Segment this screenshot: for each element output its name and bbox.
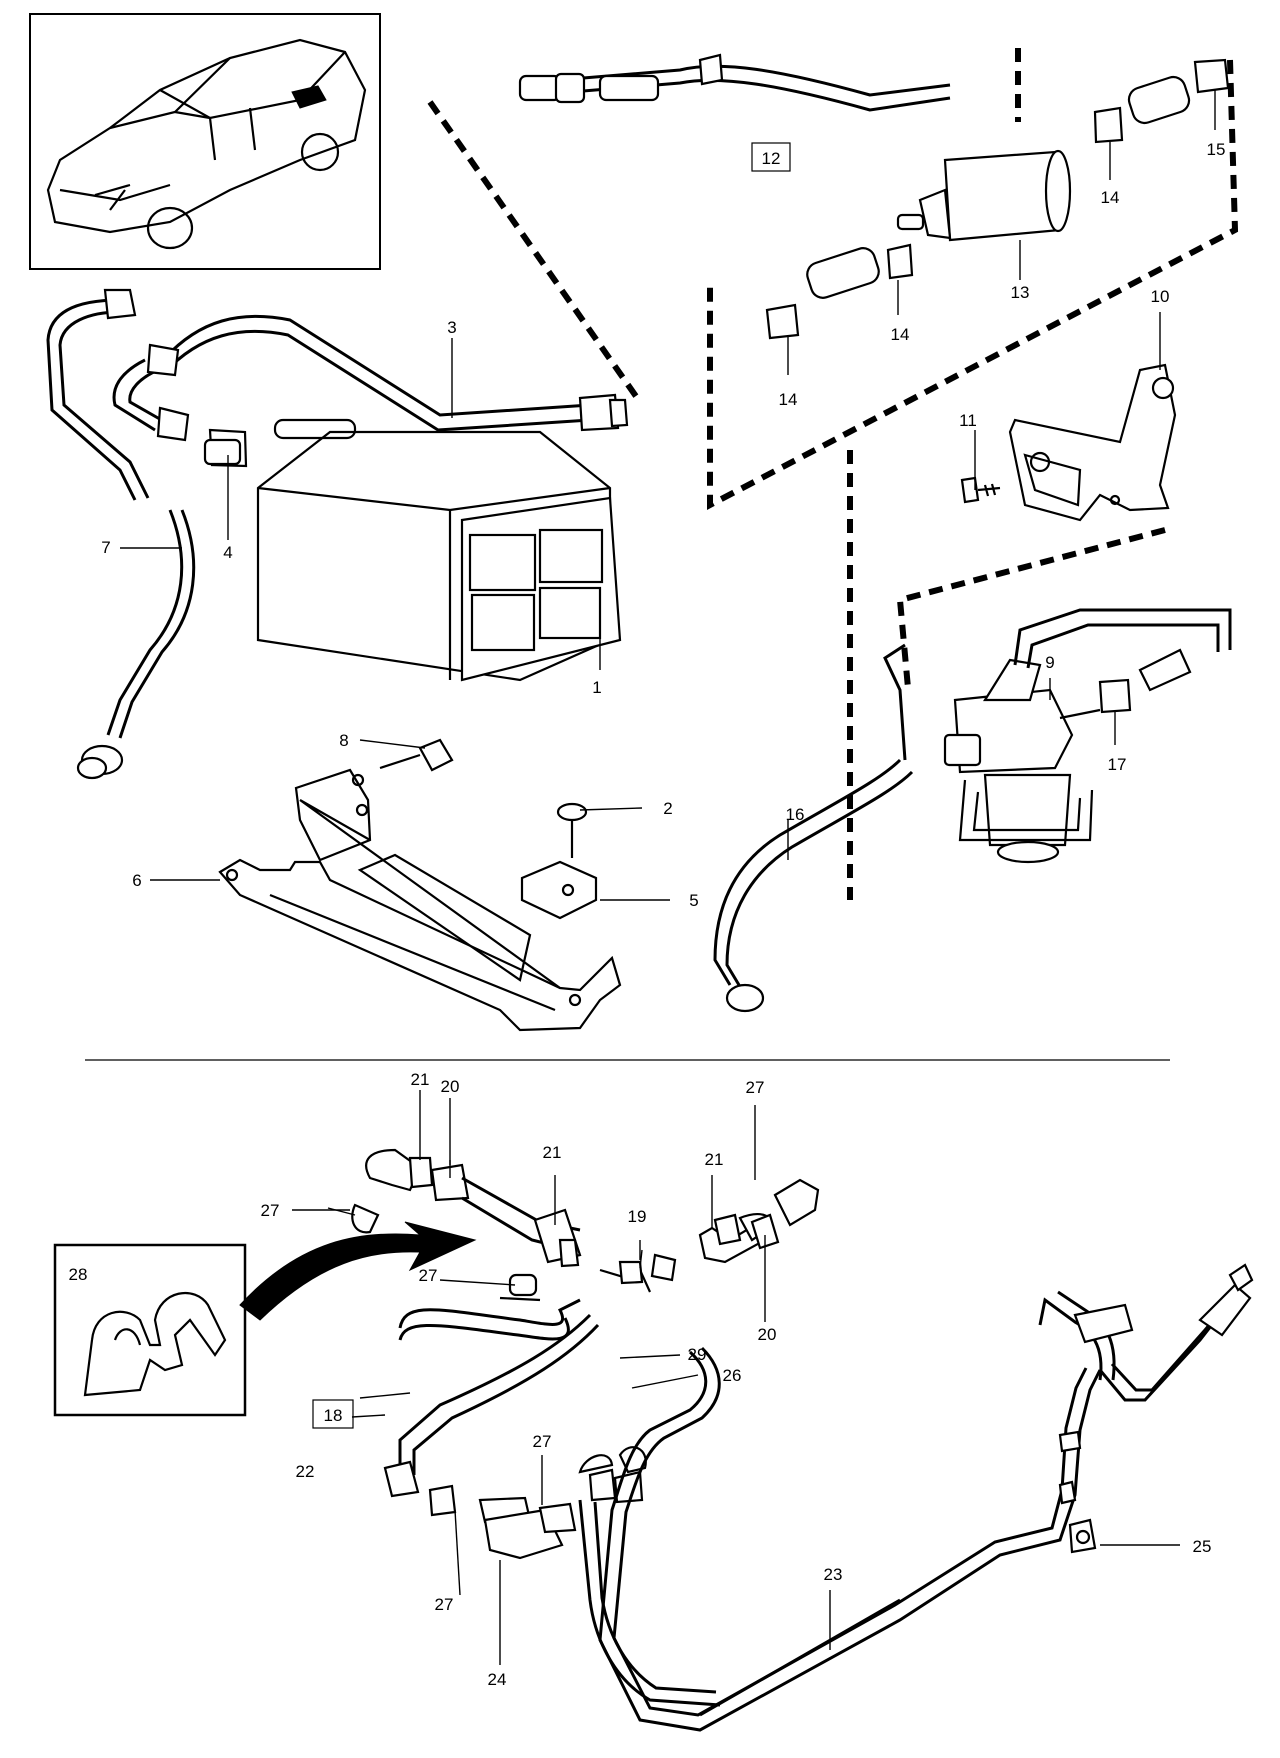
callout-14c: 14 <box>779 390 798 409</box>
bracket-10 <box>1008 363 1177 522</box>
callout-27c: 27 <box>746 1078 765 1097</box>
bolt-11 <box>960 476 1001 504</box>
callout-27b: 27 <box>419 1266 438 1285</box>
callout-10: 10 <box>1151 287 1170 306</box>
clip-25 <box>1068 1518 1097 1554</box>
hose-16 <box>713 608 1232 1013</box>
clamp-17 <box>1059 678 1132 720</box>
callout-13: 13 <box>1011 283 1030 302</box>
lower-main-lines <box>383 1263 1254 1732</box>
callout-14a: 14 <box>1101 188 1120 207</box>
callout-18: 18 <box>324 1406 343 1425</box>
callout-16: 16 <box>786 805 805 824</box>
evap-canister <box>256 418 622 682</box>
vehicle-locator-inset <box>29 13 381 270</box>
hose-canister-feeds <box>112 343 248 468</box>
callout-18-box <box>312 1399 354 1429</box>
callout-3: 3 <box>447 318 456 337</box>
callout-20b: 20 <box>758 1325 777 1344</box>
clip-5 <box>520 860 598 920</box>
callout-27d: 27 <box>533 1432 552 1451</box>
group-9-outline <box>847 450 1166 900</box>
leader-lines <box>120 90 1216 1665</box>
bolt-8 <box>379 738 454 772</box>
callout-27e: 27 <box>435 1595 454 1614</box>
callout-9: 9 <box>1045 653 1054 672</box>
bracket-6 <box>218 768 622 1032</box>
fuel-filter-13 <box>896 149 1072 242</box>
callout-26: 26 <box>723 1366 742 1385</box>
inset-28 <box>53 1243 247 1417</box>
callout-15: 15 <box>1207 140 1226 159</box>
callout-14b: 14 <box>891 325 910 344</box>
hose-7 <box>46 288 196 780</box>
callout-22: 22 <box>296 1462 315 1481</box>
callout-5: 5 <box>689 891 698 910</box>
hose-top-12 <box>518 53 951 112</box>
callout-4: 4 <box>223 543 232 562</box>
callout-6: 6 <box>132 871 141 890</box>
callout-12-box <box>751 142 791 172</box>
callouts: 1 2 3 4 5 6 7 8 9 10 11 12 13 14 14 14 1… <box>69 140 1226 1689</box>
callout-29: 29 <box>688 1345 707 1364</box>
callout-11: 11 <box>959 411 977 430</box>
hose-3 <box>163 314 629 432</box>
callout-21a: 21 <box>411 1070 430 1089</box>
callout-12: 12 <box>762 149 781 168</box>
screw-2 <box>556 802 588 858</box>
callout-27a: 27 <box>261 1201 280 1220</box>
callout-23: 23 <box>824 1565 843 1584</box>
callout-21c: 21 <box>705 1150 724 1169</box>
callout-7: 7 <box>101 538 110 557</box>
callout-17: 17 <box>1108 755 1127 774</box>
inset-arrow <box>239 1221 477 1321</box>
callout-24: 24 <box>488 1670 507 1689</box>
clamps-14-15 <box>765 58 1230 340</box>
callout-25: 25 <box>1193 1537 1212 1556</box>
group-12-outline <box>427 48 1239 510</box>
callout-21b: 21 <box>543 1143 562 1162</box>
callout-19: 19 <box>628 1207 647 1226</box>
callout-28: 28 <box>69 1265 88 1284</box>
callout-8: 8 <box>339 731 348 750</box>
purge-valve-9 <box>943 658 1094 864</box>
callout-1: 1 <box>592 678 601 697</box>
callout-2: 2 <box>663 799 672 818</box>
callout-20a: 20 <box>441 1077 460 1096</box>
lower-upper-hose <box>351 1148 820 1302</box>
